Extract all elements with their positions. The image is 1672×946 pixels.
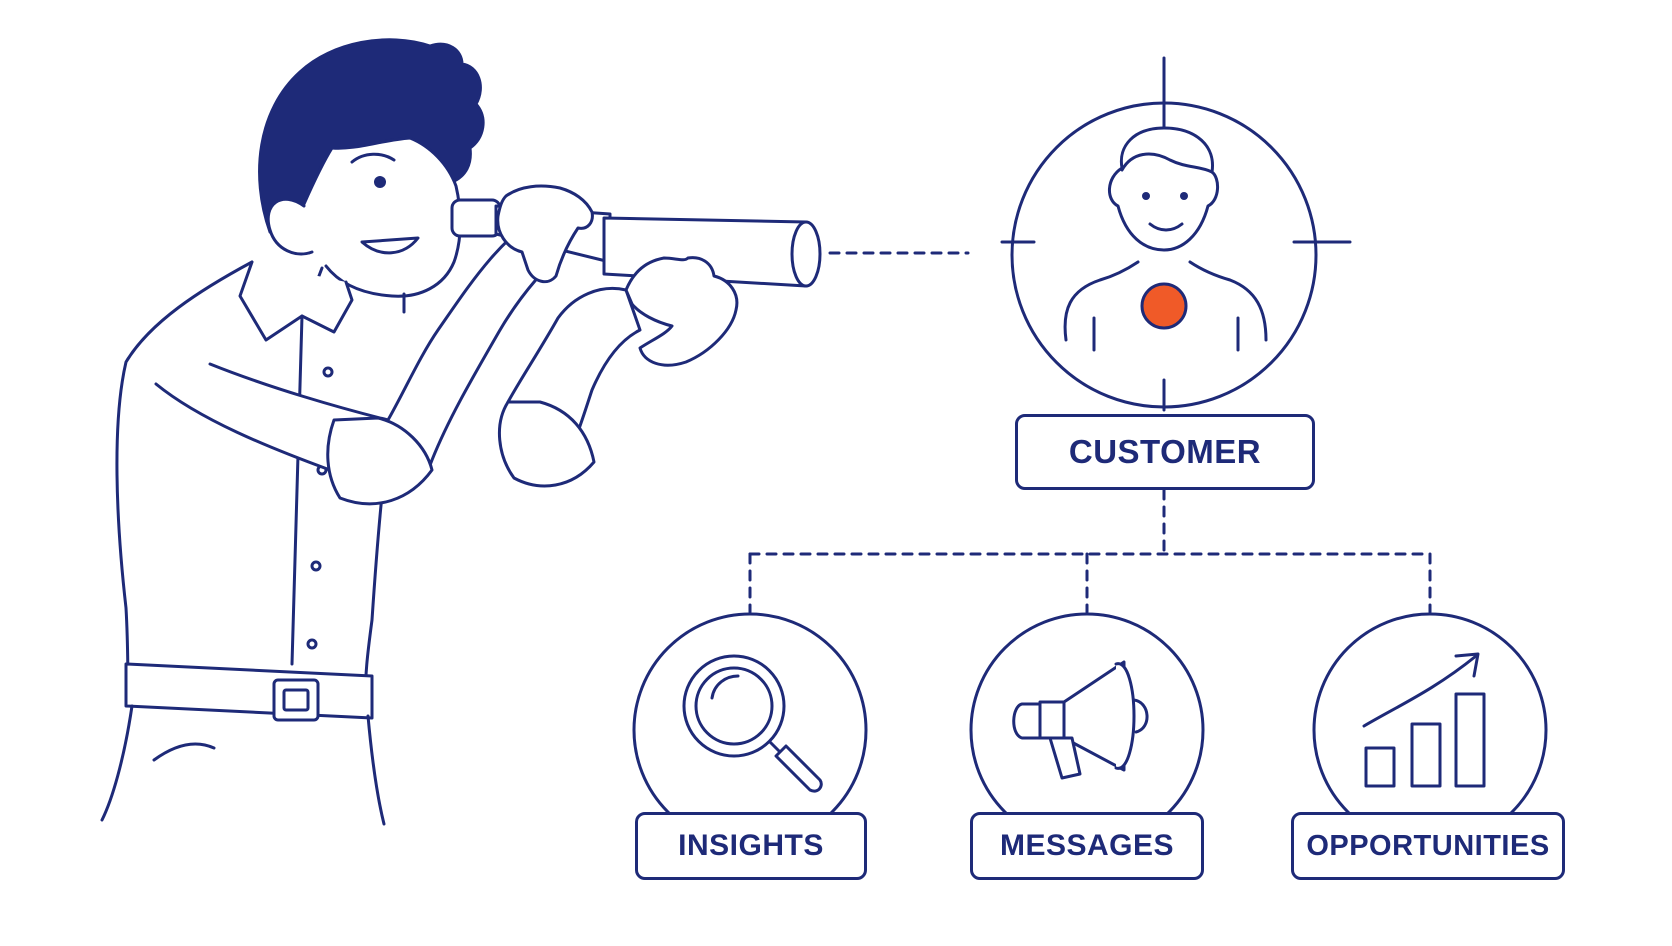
eye <box>374 176 386 188</box>
smile-mouth <box>360 236 420 255</box>
magnifier-lens <box>682 654 786 758</box>
shirt-button <box>310 560 322 572</box>
customer-hair <box>1120 152 1214 174</box>
shirt-button <box>322 366 334 378</box>
megaphone-bell <box>1114 662 1136 770</box>
opportunities-label: OPPORTUNITIES <box>1291 812 1565 880</box>
megaphone-sound <box>1132 698 1149 734</box>
front-hand <box>624 256 739 367</box>
magnifier-lens-inner <box>694 666 774 746</box>
person-target-icon <box>1000 56 1352 412</box>
shirt-button <box>306 638 318 650</box>
insights-label: INSIGHTS <box>635 812 867 880</box>
belt-buckle <box>272 678 320 722</box>
customer-eye <box>1180 192 1188 200</box>
growth-chart-icon <box>1362 652 1486 788</box>
magnifier-handle <box>768 740 782 754</box>
customer-smile <box>1148 222 1184 232</box>
customer-head <box>1108 126 1219 252</box>
growth-arrow-line <box>1362 654 1478 728</box>
front-cuff <box>497 400 596 488</box>
megaphone-icon <box>1012 660 1149 780</box>
magnifier-grip <box>774 744 823 793</box>
growth-arrow-head <box>1454 652 1480 678</box>
growth-bar-3 <box>1454 692 1486 788</box>
ear-outline <box>266 197 314 256</box>
telescope-eyepiece <box>450 198 502 238</box>
growth-bar-1 <box>1364 746 1396 788</box>
placket <box>290 314 304 666</box>
trousers <box>100 704 386 826</box>
face-outline <box>302 136 462 298</box>
customer-eye <box>1142 192 1150 200</box>
back-cuff <box>326 416 434 506</box>
telescope-lens <box>790 220 822 288</box>
customer-shoulders <box>1063 260 1268 342</box>
insights-node <box>632 612 868 848</box>
customer-label: CUSTOMER <box>1015 414 1315 490</box>
magnifier-glint <box>710 674 740 700</box>
belt-buckle-inner <box>282 688 310 712</box>
growth-bar-2 <box>1410 722 1442 788</box>
magnifier-icon <box>682 654 823 793</box>
back-hand <box>496 184 594 284</box>
man-with-telescope-icon <box>100 38 822 826</box>
eyebrow <box>350 152 396 164</box>
messages-label: MESSAGES <box>970 812 1204 880</box>
hair-shape <box>258 38 485 234</box>
megaphone-mouthpiece <box>1012 702 1042 740</box>
target-dot <box>1140 282 1188 330</box>
